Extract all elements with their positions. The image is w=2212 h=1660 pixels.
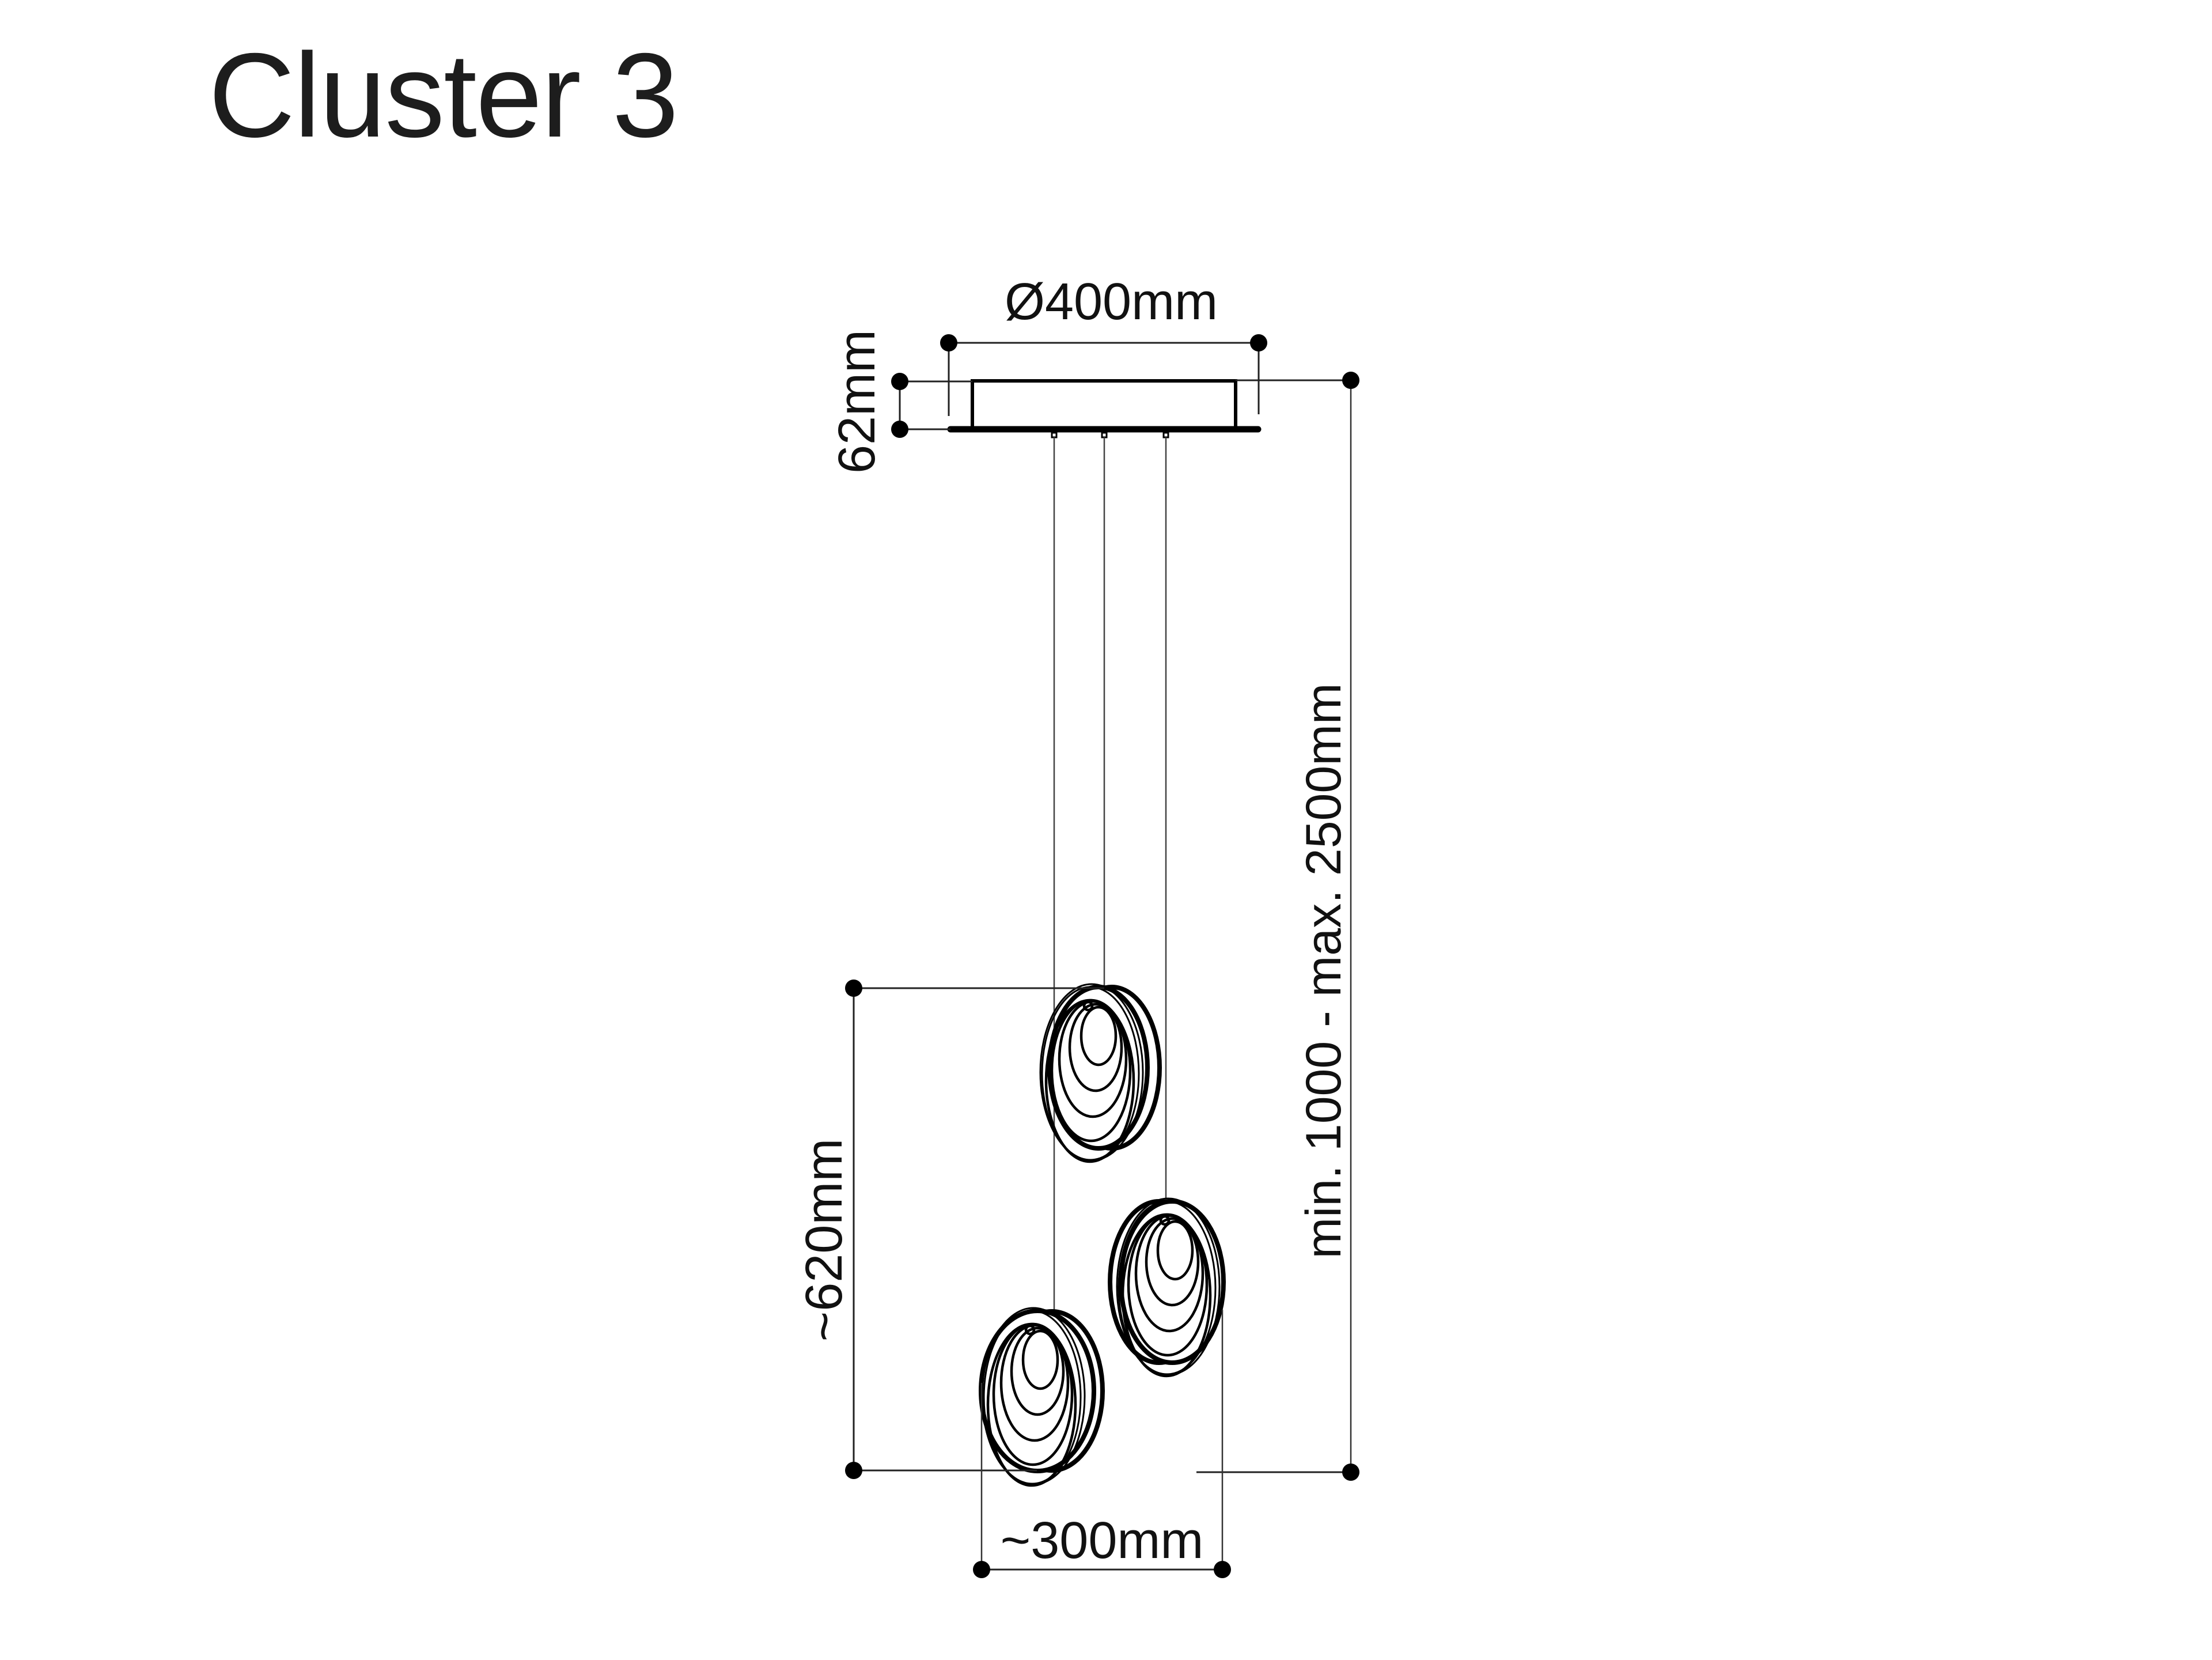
dimension-cluster-width: ~300mm [973, 1310, 1231, 1578]
cable-grip-3 [1162, 432, 1169, 438]
page-title: Cluster 3 [209, 29, 679, 162]
dimension-point [940, 334, 957, 351]
dimension-point [845, 1462, 862, 1479]
dimension-drop-length: min. 1000 - max. 2500mm [1196, 372, 1359, 1481]
dimension-canopy-diameter: Ø400mm [940, 273, 1267, 416]
dimension-cluster-height: ~620mm [796, 980, 1104, 1479]
drop-length-label: min. 1000 - max. 2500mm [1296, 683, 1351, 1259]
cable-grip-1 [1051, 432, 1058, 438]
dimension-point [891, 373, 908, 390]
dimension-point [1250, 334, 1267, 351]
dimension-point [845, 980, 862, 997]
pendant-right [1108, 1198, 1226, 1376]
pendant-top [1040, 984, 1162, 1162]
cluster-height-label: ~620mm [796, 1139, 853, 1342]
dimension-point [891, 421, 908, 438]
dimension-canopy-height: 62mm [828, 330, 972, 474]
canopy-body [971, 379, 1237, 431]
cluster-width-label: ~300mm [1001, 1512, 1204, 1570]
dimension-point [1214, 1561, 1231, 1578]
canopy-height-label: 62mm [828, 330, 886, 474]
canopy-diameter-label: Ø400mm [1005, 273, 1218, 331]
pendant-bottom [979, 1308, 1105, 1485]
cable-grip-2 [1101, 432, 1108, 438]
canopy [947, 379, 1262, 438]
dimension-point [1342, 1464, 1359, 1481]
dimension-point [1342, 372, 1359, 389]
dimension-point [973, 1561, 990, 1578]
